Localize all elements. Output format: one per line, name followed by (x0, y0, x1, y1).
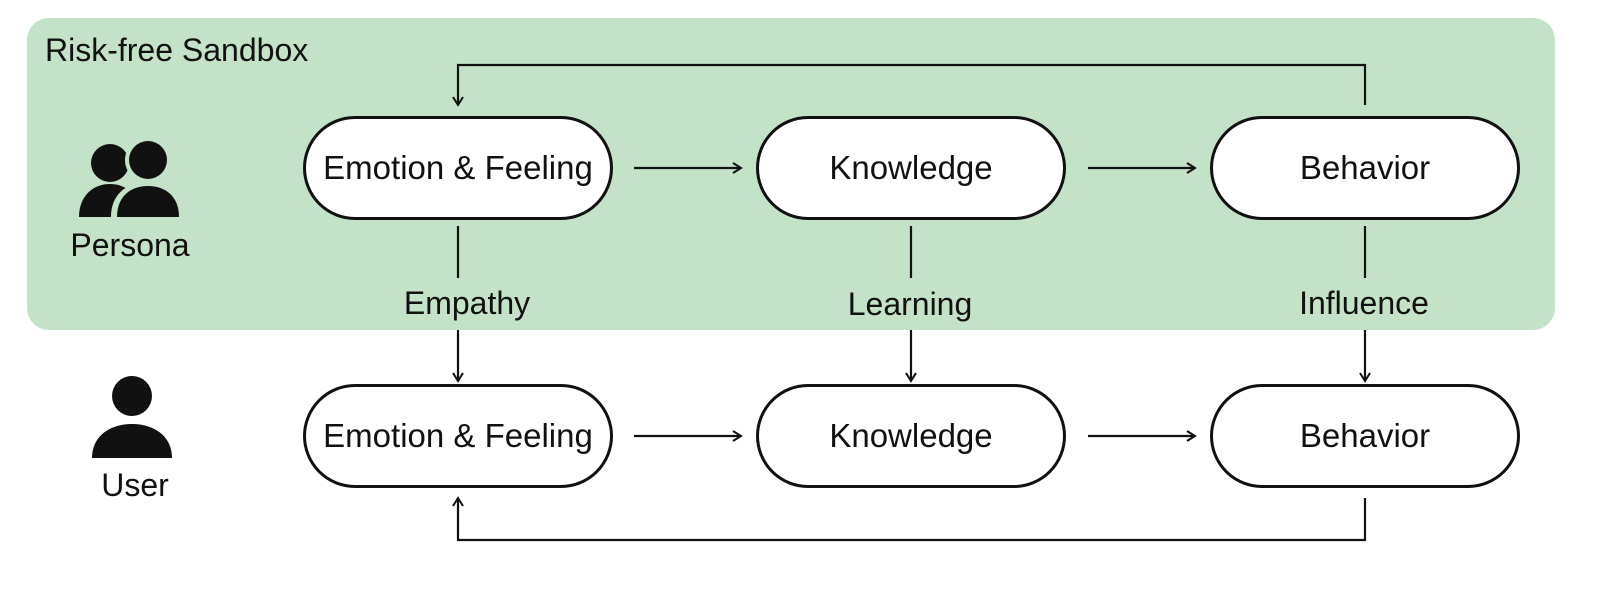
empathy-label: Empathy (403, 285, 531, 321)
persona-node-behavior: Behavior (1210, 116, 1520, 220)
people-icon (79, 138, 182, 217)
persona-node-knowledge: Knowledge (756, 116, 1066, 220)
user-feedback-arrow (452, 496, 1367, 542)
influence-label: Influence (1299, 285, 1429, 321)
person-icon (92, 376, 172, 458)
persona-label: Persona (70, 227, 190, 263)
user-node-emotion-feeling: Emotion & Feeling (303, 384, 613, 488)
user-label: User (101, 467, 169, 503)
persona-feedback-arrow (452, 63, 1367, 107)
user-node-knowledge: Knowledge (756, 384, 1066, 488)
sandbox-title: Risk-free Sandbox (45, 32, 309, 68)
user-node-behavior: Behavior (1210, 384, 1520, 488)
learning-label: Learning (847, 286, 973, 322)
persona-node-emotion-feeling: Emotion & Feeling (303, 116, 613, 220)
